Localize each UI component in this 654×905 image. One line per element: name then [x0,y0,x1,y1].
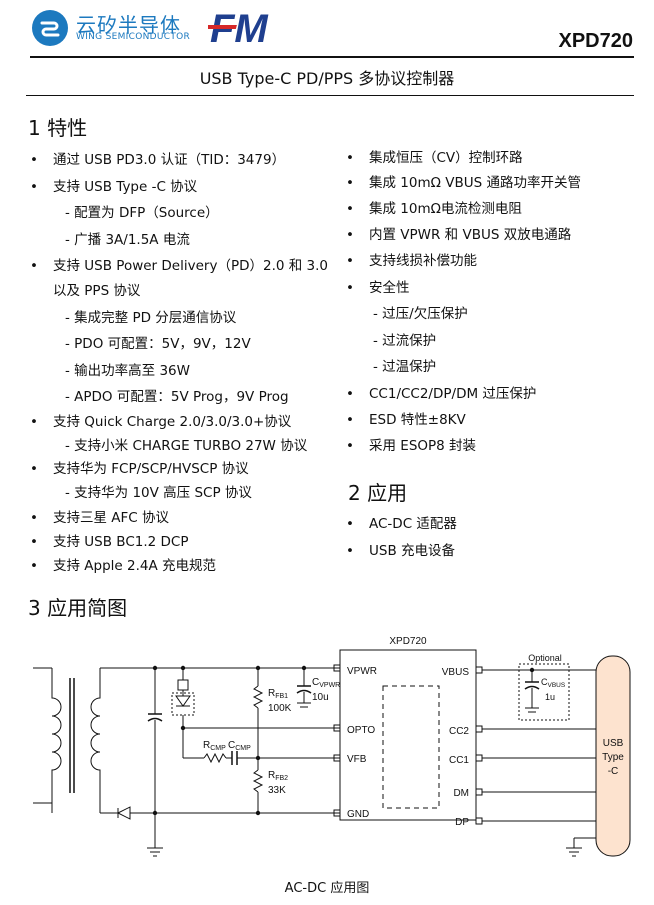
ws-circle-icon [32,10,68,46]
feature-subitem: - APDO 可配置：5V Prog，9V Prog [65,389,289,405]
section-heading-diagram: 3 应用简图 [28,596,128,620]
section-heading-applications: 2 应用 [348,481,408,505]
usb-typec-connector [595,655,631,857]
feature-item: 采用 ESOP8 封装 [346,437,476,455]
document-title: USB Type-C PD/PPS 多协议控制器 [199,69,455,88]
title-rule [26,95,634,96]
opto-resistor-icon [177,679,189,691]
rfb2-label: RFB2 [268,770,288,782]
rcmp-label: RCMP [203,740,226,752]
feature-subitem: - 配置为 DFP（Source） [65,205,219,221]
feature-item: 支持 USB Type -C 协议 [30,178,197,196]
application-item: USB 充电设备 [346,542,455,560]
pin-label: VFB [347,754,367,765]
rfb2-value: 33K [268,785,286,796]
feature-subitem: - 支持华为 10V 高压 SCP 协议 [65,485,252,501]
cvpwr-label: CVPWR [312,677,340,689]
ccmp-label: CCMP [228,740,251,752]
diagram-caption: AC-DC 应用图 [284,881,370,896]
pin-label: VBUS [442,667,470,678]
opto-led-icon [175,695,191,707]
transformer-icon [33,667,101,813]
rfb1-value: 100K [268,703,292,714]
application-item: AC-DC 适配器 [346,515,457,533]
usb-connector-label: -C [608,766,619,777]
feature-item: ESD 特性±8KV [346,411,466,429]
brand-name-cn: 云矽半导体 [76,13,181,37]
cvpwr-value: 10u [312,692,329,703]
feature-item-continued: 以及 PPS 协议 [53,283,141,299]
feature-item: CC1/CC2/DP/DM 过压保护 [346,385,536,403]
rfb1-label: RFB1 [268,688,288,700]
application-circuit-diagram: USB Type -C XPD720 VPWR OPTO VFB GND VBU… [33,636,631,857]
fm-logo-stripe [208,25,237,29]
part-number: XPD720 [558,30,634,52]
feature-item: 支持华为 FCP/SCP/HVSCP 协议 [30,460,249,478]
feature-item: 支持 Quick Charge 2.0/3.0/3.0+协议 [30,413,291,431]
feature-item: 集成恒压（CV）控制环路 [346,149,523,167]
rfb1-resistor-icon [252,685,264,709]
feature-item: 内置 VPWR 和 VBUS 双放电通路 [346,226,571,244]
chip-name-label: XPD720 [389,636,427,647]
diode-icon [116,806,131,820]
feature-subitem: - 广播 3A/1.5A 电流 [65,232,190,248]
header-rule [30,56,634,58]
feature-item: 安全性 [346,279,409,297]
brand-name-en: WING SEMICONDUCTOR [76,32,191,42]
optional-label: Optional [528,653,562,663]
feature-item: 支持 Apple 2.4A 充电规范 [30,557,216,575]
chip-body [339,649,477,821]
pin-label: DM [453,788,469,799]
fm-logo: FM [208,7,269,48]
ws-glyph-icon [40,21,60,37]
feature-subitem: - 过压/欠压保护 [373,306,468,322]
rcmp-resistor-icon [203,752,227,764]
feature-item: 支持 USB BC1.2 DCP [30,533,189,551]
cvbus-value: 1u [545,692,555,702]
feature-subitem: - 输出功率高至 36W [65,363,190,379]
section-heading-features: 1 特性 [28,116,88,140]
feature-item: 集成 10mΩ VBUS 通路功率开关管 [346,174,581,192]
feature-item: 支持线损补偿功能 [346,252,477,270]
pin-label: GND [347,809,369,820]
feature-item: 支持 USB Power Delivery（PD）2.0 和 3.0 [30,257,328,275]
usb-connector-label: Type [602,752,624,763]
feature-subitem: - 支持小米 CHARGE TURBO 27W 协议 [65,438,308,454]
rfb2-resistor-icon [252,769,264,793]
feature-item: 通过 USB PD3.0 认证（TID：3479） [30,151,285,169]
feature-subitem: - 集成完整 PD 分层通信协议 [65,310,237,326]
pin-label: VPWR [347,666,377,677]
feature-subitem: - PDO 可配置：5V，9V，12V [65,336,251,352]
pin-label: CC2 [449,726,469,737]
pin-label: CC1 [449,755,469,766]
cvbus-label: CVBUS [541,677,566,689]
usb-connector-label: USB [603,738,624,749]
feature-subitem: - 过温保护 [373,359,437,375]
pin-label: DP [455,817,469,828]
feature-subitem: - 过流保护 [373,333,437,349]
feature-item: 支持三星 AFC 协议 [30,509,169,527]
pin-label: OPTO [347,725,375,736]
feature-item: 集成 10mΩ电流检测电阻 [346,200,522,218]
